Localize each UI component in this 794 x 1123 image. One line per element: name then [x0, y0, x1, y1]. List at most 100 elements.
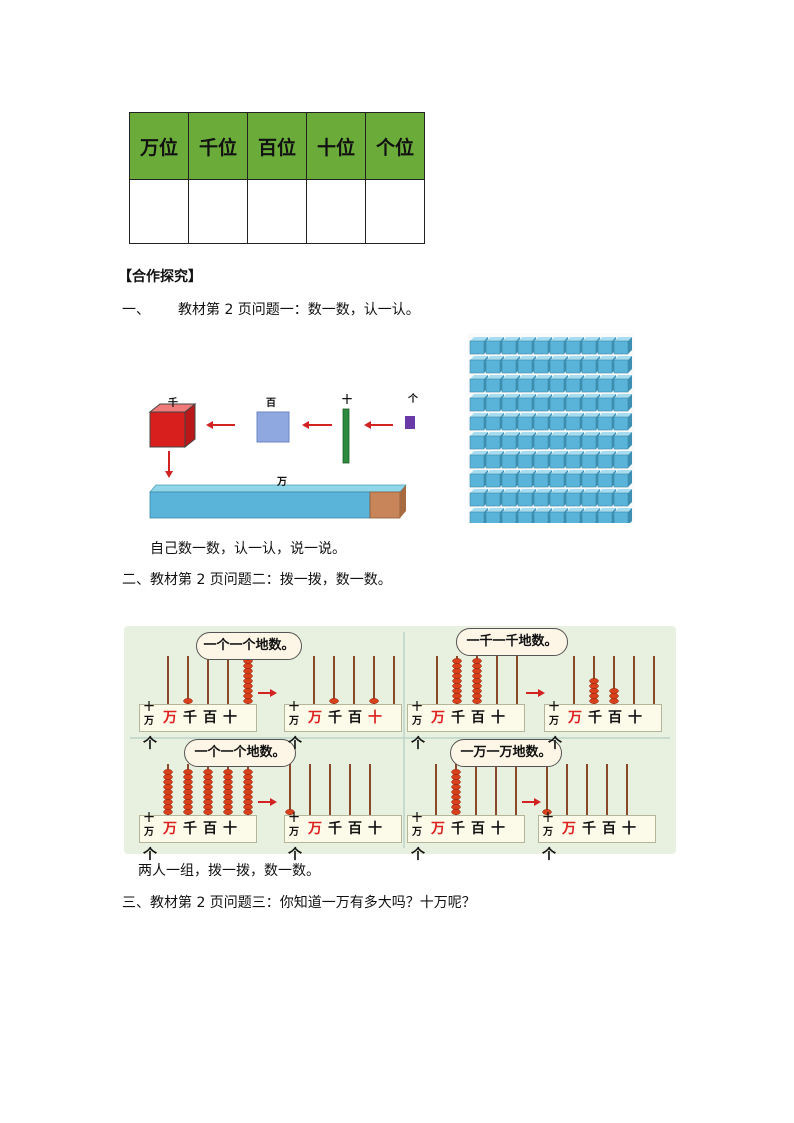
abacus-bead[interactable]: [452, 683, 462, 689]
abacus-bead[interactable]: [451, 799, 461, 805]
abacus-bead[interactable]: [472, 673, 482, 679]
cell-shi[interactable]: [306, 179, 366, 244]
abacus-bead[interactable]: [472, 683, 482, 689]
abacus-bead[interactable]: [223, 774, 233, 780]
abacus-bead[interactable]: [163, 774, 173, 780]
abacus-bead[interactable]: [472, 678, 482, 684]
cell-bai[interactable]: [247, 179, 307, 244]
abacus-bead[interactable]: [183, 809, 193, 815]
abacus-bead[interactable]: [223, 809, 233, 815]
abacus-bead[interactable]: [451, 769, 461, 775]
abacus-bead[interactable]: [243, 804, 253, 810]
abacus-bead[interactable]: [203, 809, 213, 815]
abacus-bead[interactable]: [183, 779, 193, 785]
abacus-bead[interactable]: [243, 779, 253, 785]
abacus-bead[interactable]: [203, 779, 213, 785]
abacus-bead[interactable]: [223, 804, 233, 810]
abacus-bead[interactable]: [472, 668, 482, 674]
arrow-left-icon: [364, 421, 393, 429]
abacus-bead[interactable]: [223, 799, 233, 805]
abacus-bead[interactable]: [243, 678, 253, 684]
abacus-bead[interactable]: [223, 794, 233, 800]
abacus-bead[interactable]: [451, 794, 461, 800]
abacus-bead[interactable]: [451, 784, 461, 790]
abacus-bead[interactable]: [163, 784, 173, 790]
abacus-bead[interactable]: [452, 673, 462, 679]
abacus-bead[interactable]: [203, 789, 213, 795]
abacus-bead[interactable]: [203, 784, 213, 790]
abacus-bead[interactable]: [183, 698, 193, 704]
abacus-bead[interactable]: [203, 774, 213, 780]
abacus-bead[interactable]: [589, 678, 599, 684]
abacus-bead[interactable]: [369, 698, 379, 704]
abacus-bead[interactable]: [243, 769, 253, 775]
abacus-bead[interactable]: [203, 794, 213, 800]
abacus-bead[interactable]: [243, 663, 253, 669]
abacus-bead[interactable]: [542, 809, 552, 815]
abacus-bead[interactable]: [243, 688, 253, 694]
abacus-bead[interactable]: [609, 688, 619, 694]
abacus-bead[interactable]: [243, 789, 253, 795]
abacus-bead[interactable]: [243, 799, 253, 805]
abacus-bead[interactable]: [243, 693, 253, 699]
abacus-bead[interactable]: [243, 784, 253, 790]
abacus-bead[interactable]: [163, 809, 173, 815]
abacus-bead[interactable]: [183, 804, 193, 810]
abacus-bead[interactable]: [452, 698, 462, 704]
abacus-bead[interactable]: [243, 774, 253, 780]
abacus-bead[interactable]: [243, 794, 253, 800]
abacus-bead[interactable]: [203, 769, 213, 775]
abacus-bead[interactable]: [452, 668, 462, 674]
abacus-bead[interactable]: [609, 698, 619, 704]
abacus-bead[interactable]: [183, 789, 193, 795]
abacus-bead[interactable]: [589, 688, 599, 694]
abacus-bead[interactable]: [285, 809, 295, 815]
abacus-bead[interactable]: [589, 698, 599, 704]
abacus-bead[interactable]: [223, 779, 233, 785]
abacus-bead[interactable]: [163, 794, 173, 800]
abacus-bead[interactable]: [451, 809, 461, 815]
abacus-bead[interactable]: [243, 668, 253, 674]
abacus-bead[interactable]: [183, 799, 193, 805]
abacus-bead[interactable]: [223, 789, 233, 795]
abacus-bead[interactable]: [589, 683, 599, 689]
abacus-bead[interactable]: [452, 688, 462, 694]
abacus-bead[interactable]: [243, 673, 253, 679]
abacus-bead[interactable]: [183, 769, 193, 775]
abacus-bead[interactable]: [472, 693, 482, 699]
abacus-bead[interactable]: [223, 784, 233, 790]
abacus-bead[interactable]: [183, 774, 193, 780]
abacus-bead[interactable]: [452, 658, 462, 664]
abacus-bead[interactable]: [243, 809, 253, 815]
abacus-bead[interactable]: [163, 789, 173, 795]
abacus-bead[interactable]: [452, 678, 462, 684]
abacus-bead[interactable]: [329, 698, 339, 704]
abacus-bead[interactable]: [183, 784, 193, 790]
abacus-bead[interactable]: [472, 688, 482, 694]
abacus-bead[interactable]: [472, 698, 482, 704]
abacus-bead[interactable]: [203, 804, 213, 810]
abacus-bead[interactable]: [203, 799, 213, 805]
abacus-bead[interactable]: [243, 683, 253, 689]
abacus-bead[interactable]: [609, 693, 619, 699]
cell-ge[interactable]: [365, 179, 425, 244]
abacus-bead[interactable]: [451, 779, 461, 785]
abacus-bead[interactable]: [163, 779, 173, 785]
abacus-bead[interactable]: [451, 789, 461, 795]
abacus-bead[interactable]: [163, 804, 173, 810]
abacus-bead[interactable]: [589, 693, 599, 699]
abacus-bead[interactable]: [451, 774, 461, 780]
abacus-bead[interactable]: [472, 663, 482, 669]
abacus-bead[interactable]: [452, 693, 462, 699]
abacus-bead[interactable]: [223, 769, 233, 775]
abacus-bead[interactable]: [163, 799, 173, 805]
abacus-bead[interactable]: [472, 658, 482, 664]
abacus-bead[interactable]: [451, 804, 461, 810]
abacus-bead[interactable]: [243, 698, 253, 704]
cell-wan[interactable]: [129, 179, 189, 244]
cell-qian[interactable]: [188, 179, 248, 244]
abacus-bead[interactable]: [183, 794, 193, 800]
small-cube-icon: [469, 489, 488, 507]
abacus-bead[interactable]: [163, 769, 173, 775]
abacus-bead[interactable]: [452, 663, 462, 669]
